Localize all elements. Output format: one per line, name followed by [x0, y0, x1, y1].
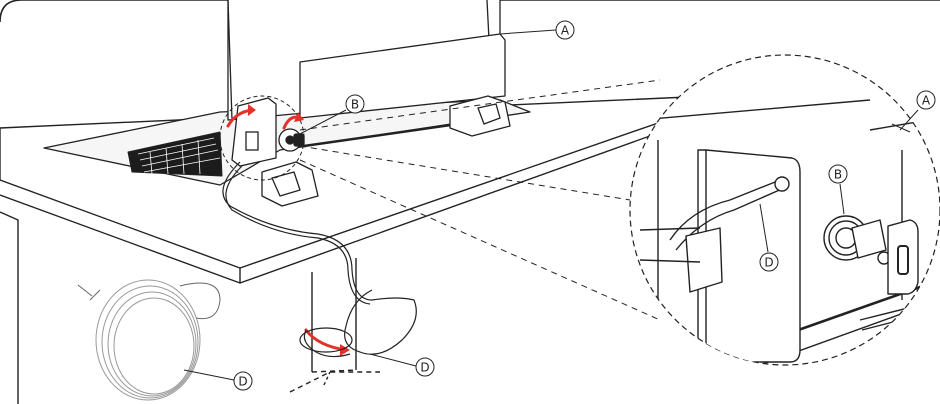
- callout-b-main: B: [295, 94, 365, 137]
- callout-d-zoom: D: [759, 203, 779, 272]
- callout-a-main-label: A: [561, 24, 570, 38]
- callout-a-zoom: A: [891, 90, 936, 133]
- rotate-arrow-icon: [226, 104, 350, 356]
- callout-d-cable: D: [183, 369, 253, 391]
- callout-d-zoom-label: D: [764, 256, 773, 270]
- zoom-detail: [629, 54, 940, 366]
- detail-circle-small: [219, 95, 305, 181]
- callout-b-main-label: B: [351, 98, 359, 112]
- coiled-cable: [77, 279, 221, 401]
- callout-b-zoom-label: B: [834, 168, 842, 182]
- callout-d-pole-label: D: [420, 361, 429, 375]
- laptop: [43, 0, 531, 207]
- frame-border: [0, 0, 940, 23]
- callout-d-cable-label: D: [238, 375, 247, 389]
- callout-b-zoom: B: [828, 164, 848, 215]
- callout-a-main: A: [499, 20, 575, 40]
- connector-lines: [299, 79, 661, 321]
- lock-device: [231, 97, 305, 167]
- callout-d-pole: D: [369, 353, 435, 377]
- callout-a-zoom-label: A: [922, 94, 931, 108]
- security-cable: [222, 161, 417, 358]
